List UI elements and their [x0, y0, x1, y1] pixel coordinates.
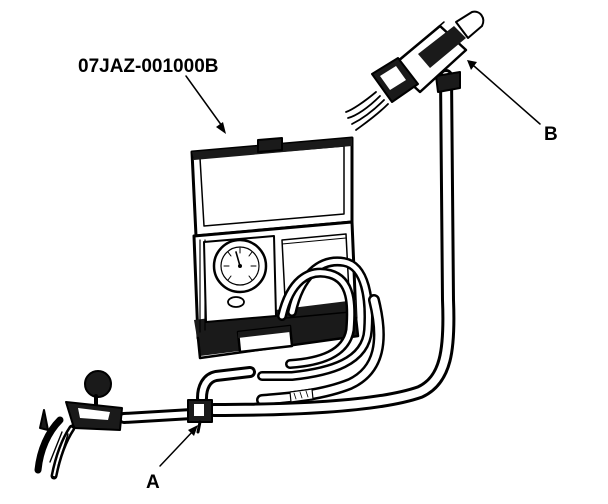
part-number-label: 07JAZ-001000B: [78, 56, 218, 77]
connector-b: [345, 10, 485, 131]
callout-label-a: A: [146, 472, 160, 493]
gauge-panel: [203, 235, 277, 323]
hand-vacuum-pump: [34, 370, 123, 480]
callout-leaders: [159, 60, 541, 467]
tee-fitting: [187, 399, 213, 434]
vacuum-hoses: [118, 69, 456, 424]
case-lid: [190, 136, 354, 238]
vacuum-tester-case: [190, 136, 360, 360]
callout-label-b: B: [544, 124, 558, 145]
